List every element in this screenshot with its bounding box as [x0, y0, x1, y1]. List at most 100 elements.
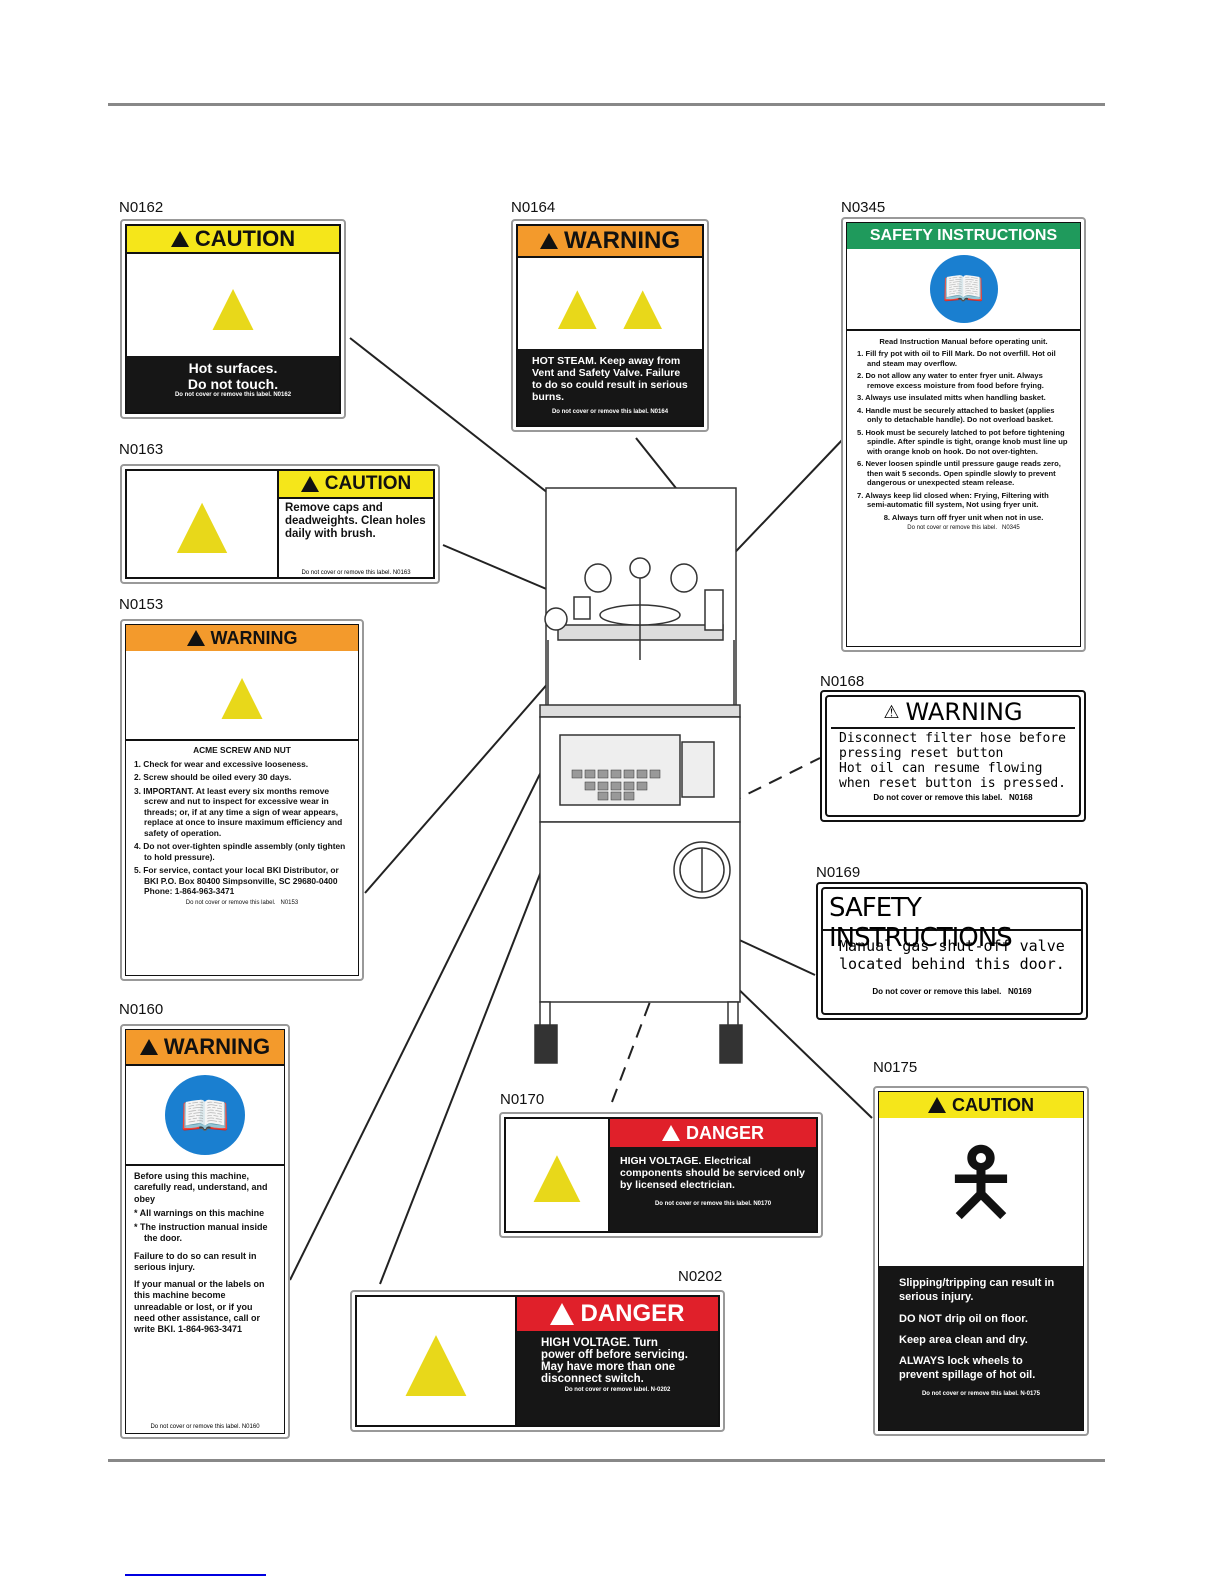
safety-instructions-label-operation: SAFETY INSTRUCTIONS 📖 Read Instruction M…: [841, 217, 1086, 652]
instruction-item: 2. Screw should be oiled every 30 days.: [134, 772, 292, 782]
label-id: N0168: [1009, 793, 1033, 802]
label-id: N0162: [273, 392, 292, 398]
warning-triangle-icon: [661, 1125, 680, 1141]
warning-triangle-icon: [139, 1039, 158, 1055]
label-id: N0170: [753, 1201, 772, 1207]
label-text: Disconnect filter hose before: [839, 731, 1066, 746]
label-text: Remove caps and deadweights. Clean holes…: [285, 502, 426, 541]
control-keypad: [571, 769, 661, 801]
label-code: N0345: [841, 199, 886, 216]
label-text: If your manual or the labels on this mac…: [134, 1279, 265, 1334]
safety-instructions-label-gas-valve: SAFETY INSTRUCTIONS Manual gas shut-off …: [816, 882, 1088, 1020]
label-text: HIGH VOLTAGE. Turn power off before serv…: [541, 1337, 688, 1385]
label-id: N0169: [1008, 987, 1032, 996]
warning-triangle-icon: [170, 231, 189, 247]
electric-hazard-icon: ▲: [506, 1119, 610, 1231]
label-code: N0163: [119, 441, 164, 458]
label-code: N0202: [678, 1268, 723, 1285]
warning-triangle-icon: [550, 1303, 575, 1325]
warning-label-read-manual: WARNING 📖 Before using this machine, car…: [120, 1024, 290, 1439]
instruction-item: 6. Never loosen spindle until pressure g…: [857, 459, 1061, 488]
warning-triangle-icon: [300, 476, 319, 492]
label-footer: Do not cover or remove this label.: [150, 1424, 241, 1430]
label-footer: Do not cover or remove this label.: [301, 570, 392, 576]
label-id: N0164: [650, 409, 669, 415]
label-text: * All warnings on this machine: [134, 1207, 265, 1218]
label-text: Keep area clean and dry.: [899, 1333, 1028, 1346]
top-rule: [108, 103, 1105, 106]
label-text: DO NOT drip oil on floor.: [899, 1312, 1028, 1325]
label-footer: Do not cover or remove this label.: [873, 793, 1003, 802]
label-code: N0170: [500, 1091, 545, 1108]
label-footer: Do not cover or remove this label.: [185, 899, 276, 906]
warning-label-acme-screw: WARNING ▲ ACME SCREW AND NUT 1. Check fo…: [120, 619, 364, 981]
hot-surface-icon: ▲: [198, 267, 268, 345]
label-footer: Do not cover or remove this label.: [174, 392, 272, 398]
caution-label-hot-surfaces: CAUTION ▲ Hot surfaces. Do not touch. Do…: [120, 219, 346, 419]
label-text: located behind this door.: [839, 955, 1065, 973]
label-code: N0168: [820, 673, 865, 690]
danger-label-high-voltage-disconnect: ▲ DANGER HIGH VOLTAGE. Turn power off be…: [350, 1290, 725, 1432]
instruction-item: 2. Do not allow any water to enter fryer…: [857, 371, 1044, 390]
label-header: SAFETY INSTRUCTIONS: [823, 889, 1081, 953]
warning-label-hot-steam: WARNING ▲▲ HOT STEAM. Keep away from Ven…: [511, 219, 709, 432]
label-code: N0164: [511, 199, 556, 216]
warning-triangle-icon: ⚠: [883, 701, 900, 723]
label-code: N0160: [119, 1001, 164, 1018]
label-code: N0162: [119, 199, 164, 216]
footer-link-underline[interactable]: [125, 1574, 266, 1576]
label-footer: Do not cover or remove this label.: [907, 525, 997, 532]
read-manual-icon: 📖: [929, 255, 998, 323]
instruction-item: 7. Always keep lid closed when: Frying, …: [857, 490, 1049, 510]
label-text: Hot surfaces.: [188, 360, 278, 376]
label-text: * The instruction manual inside the door…: [134, 1222, 268, 1244]
label-header: WARNING: [564, 227, 680, 254]
label-text: Hot oil can resume flowing: [839, 761, 1043, 776]
instruction-item: 5. For service, contact your local BKI D…: [134, 865, 339, 896]
warning-triangle-icon: [540, 233, 558, 249]
label-text: when reset button is pressed.: [839, 776, 1066, 791]
label-text: Slipping/tripping can result in serious …: [899, 1277, 1055, 1304]
label-header: CAUTION: [324, 473, 412, 494]
bottom-rule: [108, 1459, 1105, 1462]
exclamation-warning-icon: ▲: [127, 471, 279, 577]
instruction-item: 8. Always turn off fryer unit when not i…: [883, 512, 1044, 522]
exclamation-warning-icon: ▲: [126, 651, 358, 741]
caution-label-slipping: CAUTION 🯅 Slipping/tripping can result i…: [873, 1086, 1089, 1436]
label-header: SAFETY INSTRUCTIONS: [847, 223, 1080, 249]
instruction-item: 5. Hook must be securely latched to pot …: [857, 427, 1068, 456]
instruction-item: 4. Do not over-tighten spindle assembly …: [134, 841, 346, 862]
label-id: N0153: [280, 899, 299, 906]
label-header: DANGER: [685, 1122, 764, 1143]
label-header: CAUTION: [952, 1094, 1034, 1115]
instruction-item: 1. Check for wear and excessive loosenes…: [134, 758, 309, 769]
instruction-item: 3. Always use insulated mitts when handl…: [857, 393, 1046, 403]
warning-label-filter-hose: ⚠WARNING Disconnect filter hose before p…: [820, 690, 1086, 822]
steam-hazard-icons: ▲▲: [544, 269, 676, 343]
label-footer: Do not cover or remove this label.: [654, 1201, 752, 1207]
label-header: WARNING: [163, 1034, 271, 1059]
label-text: Do not touch.: [187, 376, 279, 392]
label-text: Failure to do so can result in serious i…: [134, 1250, 257, 1272]
label-id: N-0175: [1020, 1390, 1041, 1397]
slipping-person-icon: 🯅: [941, 1132, 1021, 1233]
instruction-item: 3. IMPORTANT. At least every six months …: [134, 785, 343, 838]
label-footer: Do not cover or remove this label.: [872, 987, 1002, 996]
label-text: ALWAYS lock wheels to prevent spillage o…: [899, 1355, 1036, 1382]
read-manual-icon: 📖: [165, 1075, 245, 1155]
label-id: N0163: [392, 570, 411, 576]
caution-label-caps-deadweights: ▲ CAUTION Remove caps and deadweights. C…: [120, 464, 440, 584]
instruction-item: 1. Fill fry pot with oil to Fill Mark. D…: [857, 349, 1056, 368]
label-footer: Do not cover or remove this label.: [921, 1390, 1019, 1397]
warning-triangle-icon: [928, 1097, 946, 1113]
instruction-item: 4. Handle must be securely attached to b…: [857, 405, 1055, 425]
label-id: N0345: [1002, 525, 1020, 532]
label-id: N0160: [241, 1424, 260, 1430]
label-header: CAUTION: [194, 226, 296, 251]
label-header: WARNING: [905, 698, 1023, 726]
label-code: N0175: [873, 1059, 918, 1076]
label-text: HIGH VOLTAGE. Electrical components shou…: [620, 1155, 805, 1191]
label-footer: Do not cover or remove label.: [564, 1387, 649, 1393]
electric-hazard-icon: ▲: [357, 1297, 517, 1425]
